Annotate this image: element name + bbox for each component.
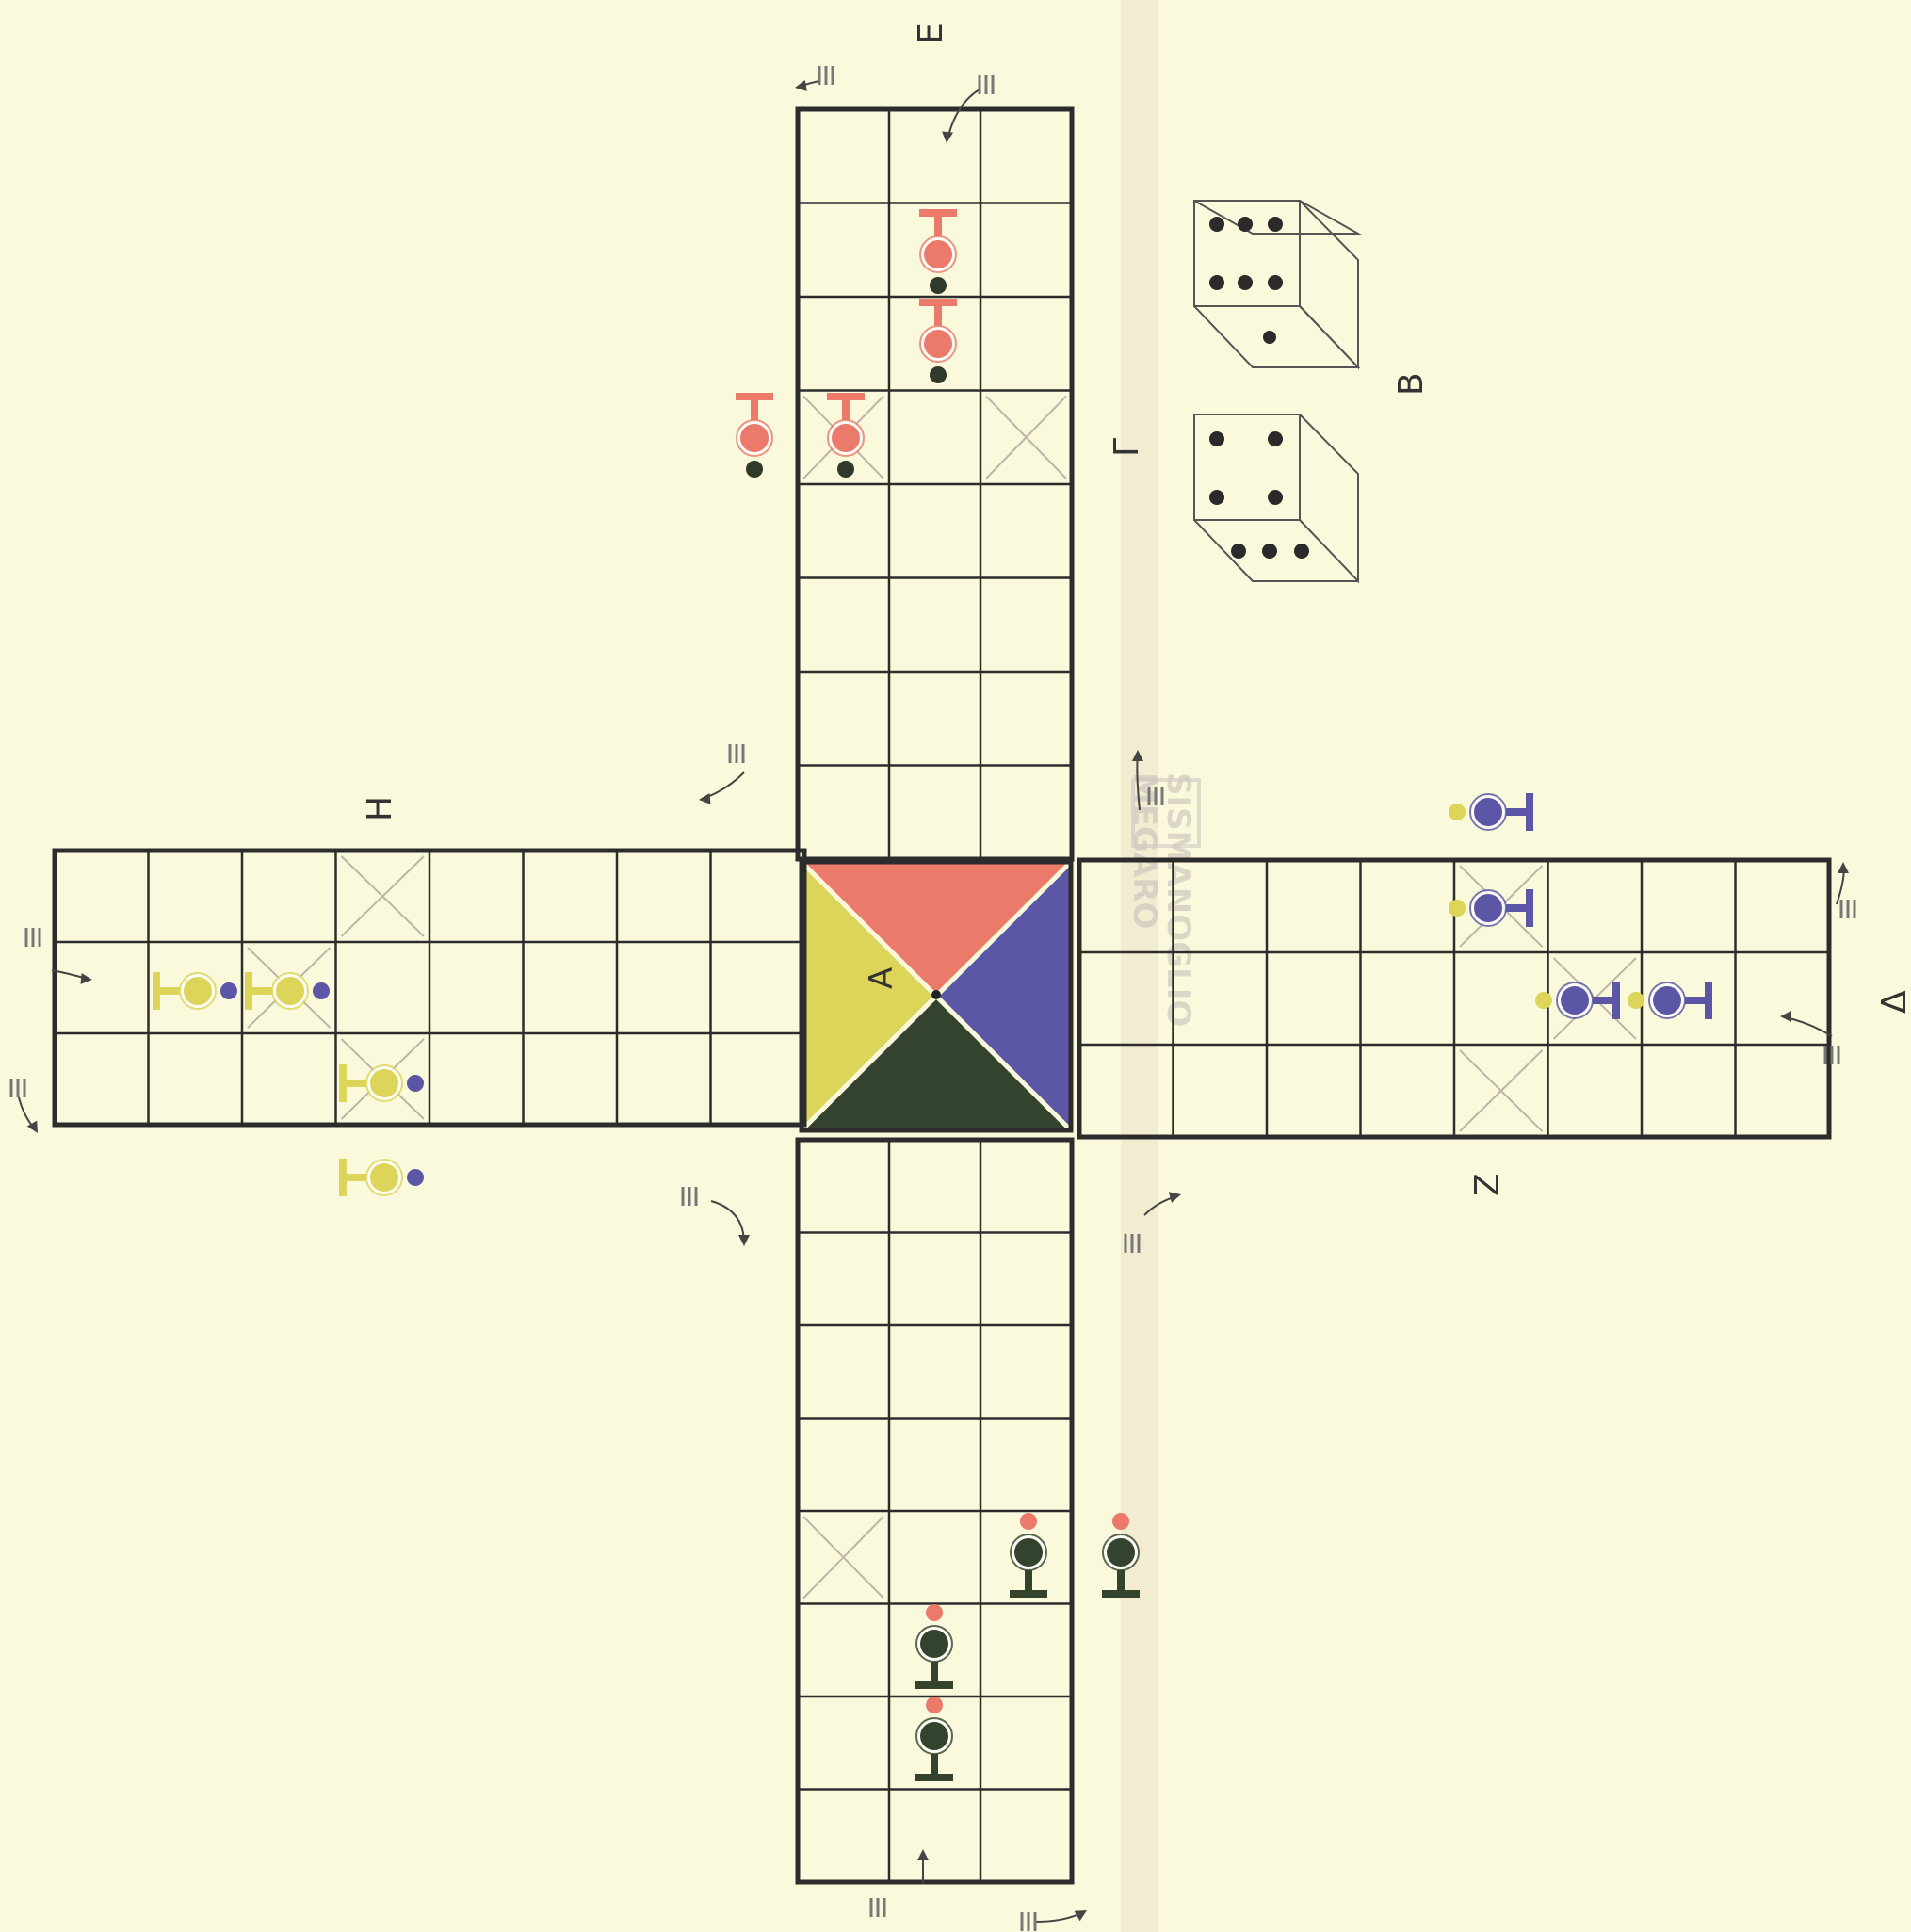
blue-pawn xyxy=(1628,982,1712,1019)
label-dice-b: B xyxy=(1392,372,1431,396)
arrow-feather-icon xyxy=(730,744,743,763)
arrow-right-in xyxy=(1780,1011,1832,1036)
red-pawn xyxy=(919,209,957,294)
arrow-bottom-up xyxy=(917,1849,929,1884)
arrow-feather-icon xyxy=(683,1187,696,1206)
blue-pawn xyxy=(1449,793,1533,831)
arrow-right-top xyxy=(1837,862,1849,904)
label-eta: H xyxy=(361,796,399,821)
label-delta: Δ xyxy=(1875,990,1911,1014)
green-pawn xyxy=(1010,1513,1047,1598)
red-pawn xyxy=(827,393,865,478)
arrow-left-bottom xyxy=(711,1201,750,1246)
die-1-pips xyxy=(1209,217,1283,344)
arrow-bottom-right xyxy=(1036,1906,1090,1922)
yellow-pawn xyxy=(245,972,330,1010)
die-2-pips xyxy=(1209,431,1309,559)
center-label: A xyxy=(863,967,900,989)
red-pawn xyxy=(919,299,957,383)
arrow-top-left xyxy=(794,80,819,93)
arrow-feather-icon xyxy=(1841,900,1854,918)
blue-pawn xyxy=(1449,889,1533,927)
arrow-feather-icon xyxy=(26,928,40,947)
yellow-pawn xyxy=(339,1159,424,1196)
green-pawn xyxy=(915,1697,953,1781)
center-square xyxy=(802,862,1071,1130)
arrow-left-out xyxy=(19,1097,42,1136)
label-gamma: Γ xyxy=(1108,438,1146,457)
arrow-feather-icon xyxy=(819,66,833,85)
arrow-left-in xyxy=(52,970,93,985)
arrow-feather-icon xyxy=(980,75,993,94)
arrow-feather-icon xyxy=(871,1898,884,1917)
watermark-line1: SISMANOGLIO xyxy=(1159,772,1197,1027)
yellow-pawn xyxy=(339,1064,424,1102)
arrow-left-top xyxy=(698,772,744,805)
green-pawn xyxy=(915,1604,953,1689)
page-fold xyxy=(1121,0,1158,1932)
label-zeta: Z xyxy=(1468,1173,1507,1196)
label-epsilon: E xyxy=(912,23,950,44)
arrow-feather-icon xyxy=(11,1079,24,1097)
yellow-pawn xyxy=(153,972,237,1010)
arrow-feather-icon xyxy=(1022,1912,1035,1931)
red-pawn xyxy=(736,393,773,478)
arrow-top-right xyxy=(941,89,980,144)
